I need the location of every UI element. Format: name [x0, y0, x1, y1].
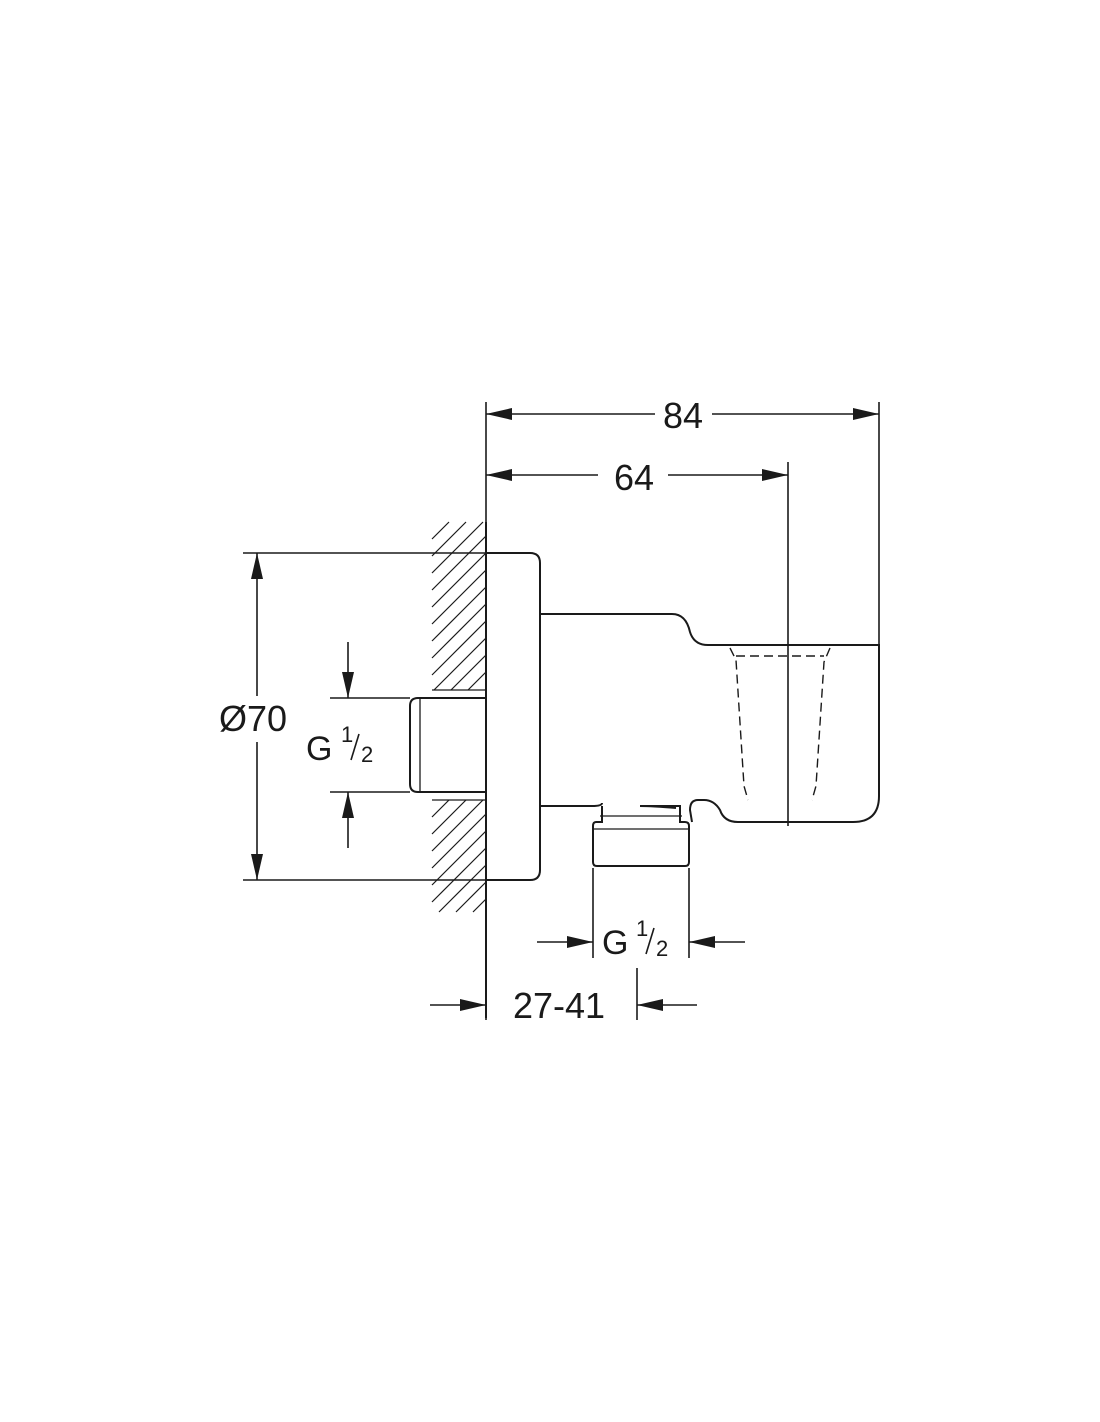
dimension-diameter-70: Ø70	[219, 553, 287, 880]
dimension-64: 64	[486, 457, 788, 498]
dimension-wall-thread: G 1 2	[306, 642, 373, 848]
wall-thread-frac-num: 1	[341, 722, 353, 747]
dimension-84-label: 84	[663, 395, 703, 436]
flange-outline	[486, 552, 541, 881]
hatch-line	[431, 813, 487, 869]
holder-lower-edge	[540, 802, 603, 807]
outlet-thread-frac-num: 1	[636, 916, 648, 941]
outlet-thread-stub	[592, 805, 690, 867]
wall-outlet-body	[486, 552, 880, 881]
holder-outline	[540, 613, 880, 823]
hatch-line	[431, 799, 484, 852]
dimension-diameter-label: Ø70	[219, 698, 287, 739]
dimension-27-41: 27-41	[430, 985, 697, 1026]
hatch-line	[431, 521, 450, 540]
hatch-line	[431, 535, 487, 591]
wall-thread-frac-den: 2	[361, 742, 373, 767]
wall-thread-stub	[409, 689, 486, 801]
hatch-line	[431, 552, 487, 608]
hatch-line	[431, 521, 467, 557]
outlet-thread-g: G	[602, 924, 628, 962]
hatch-line	[431, 569, 487, 625]
hatch-line	[467, 671, 487, 691]
dimension-64-label: 64	[614, 457, 654, 498]
hatch-line	[431, 603, 487, 659]
hatch-line	[472, 898, 487, 913]
hatch-line	[431, 620, 487, 676]
hatch-line	[431, 586, 487, 642]
conical-bore-hidden	[729, 647, 749, 801]
wall-hatch-icon	[431, 521, 487, 913]
dimension-27-41-label: 27-41	[513, 985, 605, 1026]
hatch-line	[431, 799, 450, 818]
wall-thread-g: G	[306, 730, 332, 768]
hatch-line	[450, 654, 487, 691]
hatch-line	[438, 864, 487, 913]
hatch-line	[431, 799, 467, 835]
dimension-outlet-thread: G 1 2	[537, 916, 745, 962]
hatch-line	[431, 847, 487, 903]
hatch-line	[455, 881, 487, 913]
extension-lines	[243, 402, 880, 1020]
hatch-line	[433, 637, 487, 691]
dimension-84: 84	[486, 395, 879, 436]
hatch-line	[431, 830, 487, 886]
hatch-line	[431, 521, 484, 574]
outlet-thread-frac-den: 2	[656, 936, 668, 961]
